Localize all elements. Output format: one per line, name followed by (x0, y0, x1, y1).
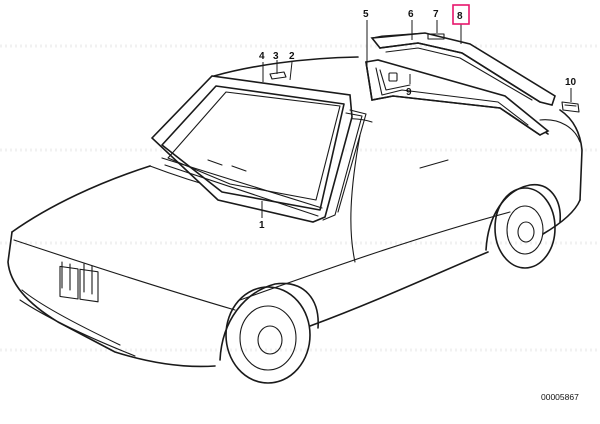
callout-4[interactable]: 4 (259, 51, 265, 62)
callout-1[interactable]: 1 (259, 220, 265, 231)
callout-8-highlight (452, 4, 470, 25)
leader-lines (261, 20, 572, 218)
trim-piece-3 (269, 71, 287, 80)
callout-5[interactable]: 5 (363, 9, 369, 20)
trim-piece-10 (561, 101, 580, 113)
car-body (7, 56, 583, 384)
windshield-seal (150, 75, 353, 223)
callout-8[interactable]: 8 (457, 11, 463, 22)
callout-2[interactable]: 2 (289, 51, 295, 62)
watermark-rows (0, 44, 600, 352)
callout-numbers: 4 3 2 1 5 6 7 8 9 10 (259, 4, 577, 231)
rear-side-window (365, 59, 550, 136)
callout-7[interactable]: 7 (433, 9, 439, 20)
callout-9[interactable]: 9 (406, 87, 412, 98)
callout-6[interactable]: 6 (408, 9, 414, 20)
rear-window-seal (370, 32, 556, 106)
callout-3[interactable]: 3 (273, 51, 279, 62)
a-pillar-trim (322, 109, 367, 221)
diagram-reference-number: 00005867 (541, 392, 579, 402)
callout-10[interactable]: 10 (565, 77, 577, 88)
